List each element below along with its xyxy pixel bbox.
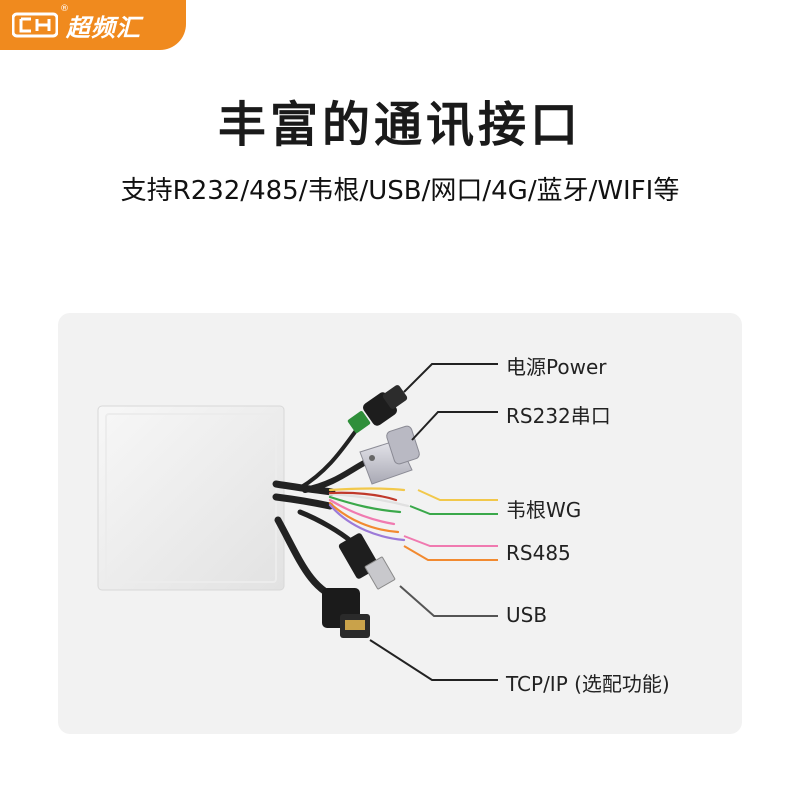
callout-usb-label: USB xyxy=(506,603,548,627)
callout-rs485-label: RS485 xyxy=(506,541,571,565)
db9-serial-connector-icon xyxy=(359,425,420,485)
usb-plug-icon xyxy=(338,533,396,590)
rj45-plug-icon xyxy=(322,588,370,638)
cable-bundle xyxy=(272,426,369,604)
brand-logo-icon xyxy=(12,12,58,38)
callout-rs232-label: RS232串口 xyxy=(506,404,611,428)
rfid-reader-device xyxy=(97,405,285,591)
brand-name: 超频汇 xyxy=(66,14,141,42)
callout-power-label: 电源Power xyxy=(506,355,607,379)
callout-tcpip-label: TCP/IP (选配功能) xyxy=(506,672,670,696)
callout-leader-lines xyxy=(369,363,498,681)
dc-power-jack-icon xyxy=(347,385,408,433)
callout-wiegand-label: 韦根WG xyxy=(506,498,582,522)
brand-logo-tab: ® 超频汇 xyxy=(0,0,186,50)
signal-wires xyxy=(328,487,410,542)
page-title: 丰富的通讯接口 xyxy=(217,97,582,153)
registered-mark: ® xyxy=(60,4,69,14)
page-subtitle: 支持R232/485/韦根/USB/网口/4G/蓝牙/WIFI等 xyxy=(120,176,680,206)
